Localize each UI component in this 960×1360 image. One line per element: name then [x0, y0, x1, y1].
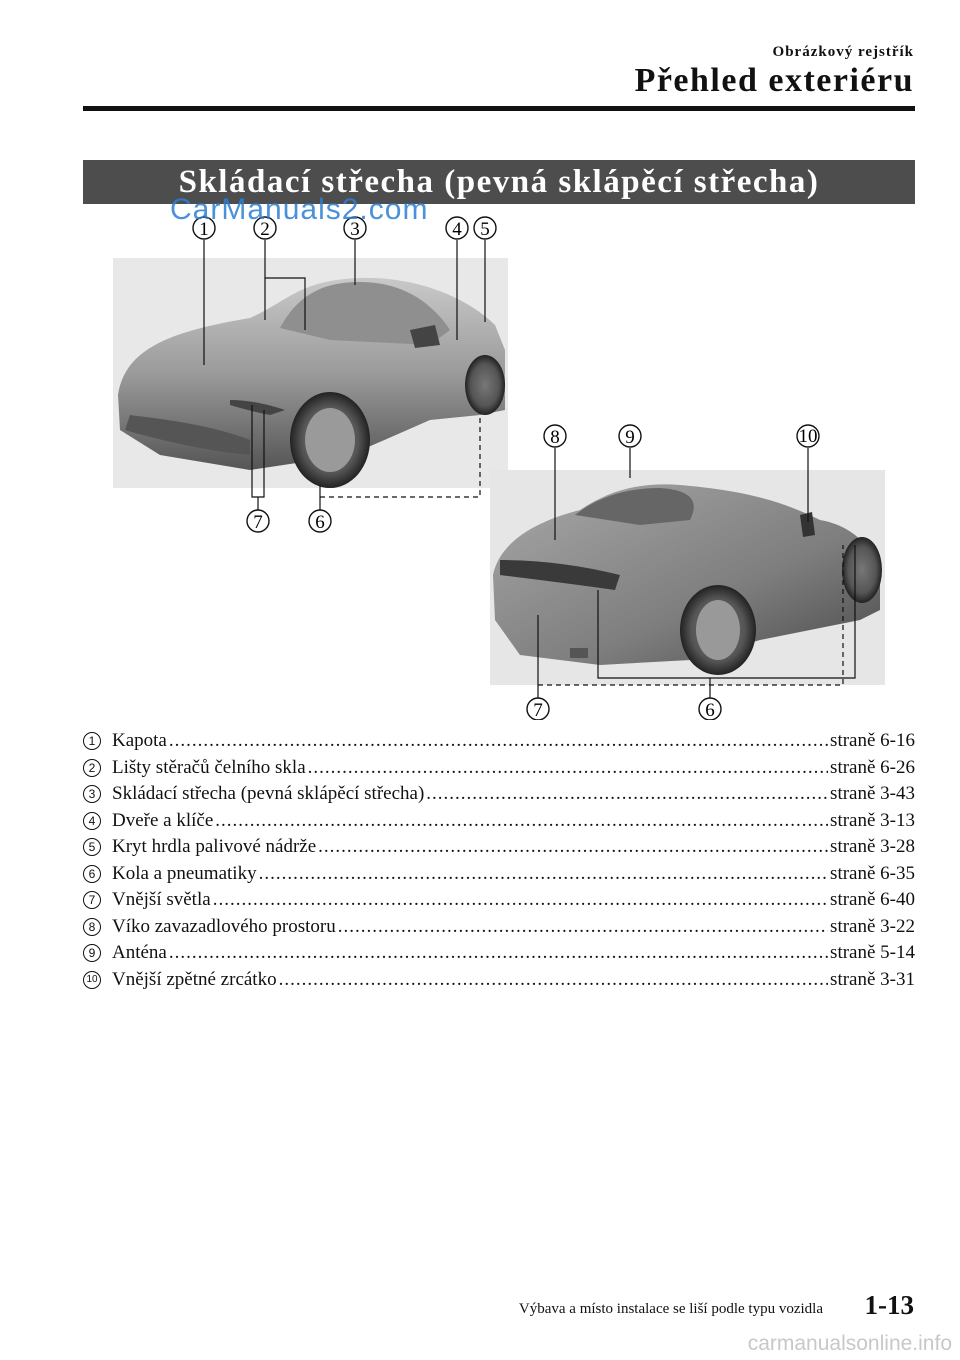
legend-page-ref[interactable]: straně 6-26	[830, 756, 915, 778]
svg-text:8: 8	[550, 427, 560, 448]
section-title-bar: Skládací střecha (pevná sklápěcí střecha…	[83, 160, 915, 204]
legend-number-badge: 3	[83, 785, 101, 804]
svg-text:5: 5	[480, 219, 490, 240]
legend-page-ref[interactable]: straně 3-43	[830, 783, 915, 805]
legend-label: Lišty stěračů čelního skla	[112, 756, 306, 778]
legend-label: Dveře a klíče	[112, 809, 214, 831]
callout-5: 5	[473, 216, 497, 240]
legend-item: 2 Lišty stěračů čelního skla straně 6-26	[83, 755, 915, 782]
svg-text:7: 7	[253, 512, 263, 533]
parts-legend: 1 Kapota straně 6-16 2 Lišty stěračů čelního…	[83, 728, 915, 993]
svg-text:2: 2	[260, 219, 270, 240]
legend-number-badge: 1	[83, 732, 101, 751]
legend-number-badge: 10	[83, 970, 101, 989]
svg-text:6: 6	[705, 700, 715, 720]
callout-7-rear: 7	[526, 697, 550, 720]
legend-label: Kola a pneumatiky	[112, 862, 257, 884]
dot-leader	[318, 836, 828, 858]
page-title: Přehled exteriéru	[634, 62, 914, 99]
svg-text:6: 6	[315, 512, 325, 533]
callout-6-rear: 6	[698, 697, 722, 720]
legend-page-ref[interactable]: straně 5-14	[830, 942, 915, 964]
header-category: Obrázkový rejstřík	[772, 44, 914, 60]
legend-item: 8 Víko zavazadlového prostoru straně 3-22	[83, 914, 915, 941]
vehicle-exterior-figure: 1 2 3 4 5 7 6 8 9 10 7 6	[113, 216, 885, 720]
callout-7-front: 7	[246, 509, 270, 533]
svg-text:3: 3	[350, 219, 360, 240]
legend-number-badge: 2	[83, 758, 101, 777]
callout-3: 3	[343, 216, 367, 240]
legend-number-badge: 5	[83, 838, 101, 857]
dot-leader	[426, 783, 828, 805]
callout-9: 9	[618, 424, 642, 448]
legend-label: Kryt hrdla palivové nádrže	[112, 836, 317, 858]
page-number: 1-13	[864, 1290, 915, 1320]
legend-item: 7 Vnější světla straně 6-40	[83, 887, 915, 914]
legend-item: 9 Anténa straně 5-14	[83, 940, 915, 967]
legend-label: Víko zavazadlového prostoru	[112, 915, 336, 937]
svg-text:1: 1	[199, 219, 209, 240]
callout-4: 4	[445, 216, 469, 240]
dot-leader	[338, 916, 828, 938]
legend-item: 4 Dveře a klíče straně 3-13	[83, 808, 915, 835]
legend-item: 1 Kapota straně 6-16	[83, 728, 915, 755]
dot-leader	[169, 730, 828, 752]
legend-item: 6 Kola a pneumatiky straně 6-35	[83, 861, 915, 888]
legend-page-ref[interactable]: straně 6-16	[830, 730, 915, 752]
callout-leader-lines	[203, 240, 856, 698]
legend-page-ref[interactable]: straně 3-31	[830, 968, 915, 990]
svg-text:7: 7	[533, 700, 543, 720]
front-car-image	[113, 258, 508, 488]
legend-page-ref[interactable]: straně 6-40	[830, 889, 915, 911]
dot-leader	[308, 757, 828, 779]
dot-leader	[279, 969, 828, 991]
dot-leader	[169, 942, 828, 964]
callout-10: 10	[796, 424, 820, 448]
callout-8: 8	[543, 424, 567, 448]
legend-label: Kapota	[112, 730, 167, 752]
dot-leader	[259, 863, 828, 885]
legend-item: 3 Skládací střecha (pevná sklápěcí střech…	[83, 781, 915, 808]
legend-number-badge: 9	[83, 944, 101, 963]
dot-leader	[213, 889, 828, 911]
legend-label: Skládací střecha (pevná sklápěcí střecha…	[112, 783, 425, 805]
dot-leader	[215, 810, 828, 832]
watermark-top: CarManuals2.com	[170, 193, 429, 226]
svg-text:10: 10	[799, 426, 818, 447]
callout-2: 2	[253, 216, 277, 240]
legend-page-ref[interactable]: straně 3-13	[830, 809, 915, 831]
svg-text:9: 9	[625, 427, 635, 448]
svg-text:4: 4	[452, 219, 462, 240]
legend-item: 10 Vnější zpětné zrcátko straně 3-31	[83, 967, 915, 994]
legend-number-badge: 7	[83, 891, 101, 910]
legend-page-ref[interactable]: straně 3-28	[830, 836, 915, 858]
legend-number-badge: 8	[83, 917, 101, 936]
header-rule	[83, 106, 915, 111]
watermark-bottom: carmanualsonline.info	[747, 1332, 952, 1355]
legend-page-ref[interactable]: straně 3-22	[830, 915, 915, 937]
footer-note: Výbava a místo instalace se liší podle t…	[518, 1301, 823, 1317]
legend-number-badge: 4	[83, 811, 101, 830]
callout-1: 1	[192, 216, 216, 240]
legend-item: 5 Kryt hrdla palivové nádrže straně 3-28	[83, 834, 915, 861]
legend-page-ref[interactable]: straně 6-35	[830, 862, 915, 884]
legend-label: Vnější světla	[112, 889, 211, 911]
callouts: 1 2 3 4 5 7 6 8 9 10 7 6	[192, 216, 820, 720]
legend-label: Anténa	[112, 942, 167, 964]
rear-car-image	[490, 470, 885, 685]
callout-6-front: 6	[308, 509, 332, 533]
legend-label: Vnější zpětné zrcátko	[112, 968, 277, 990]
legend-number-badge: 6	[83, 864, 101, 883]
